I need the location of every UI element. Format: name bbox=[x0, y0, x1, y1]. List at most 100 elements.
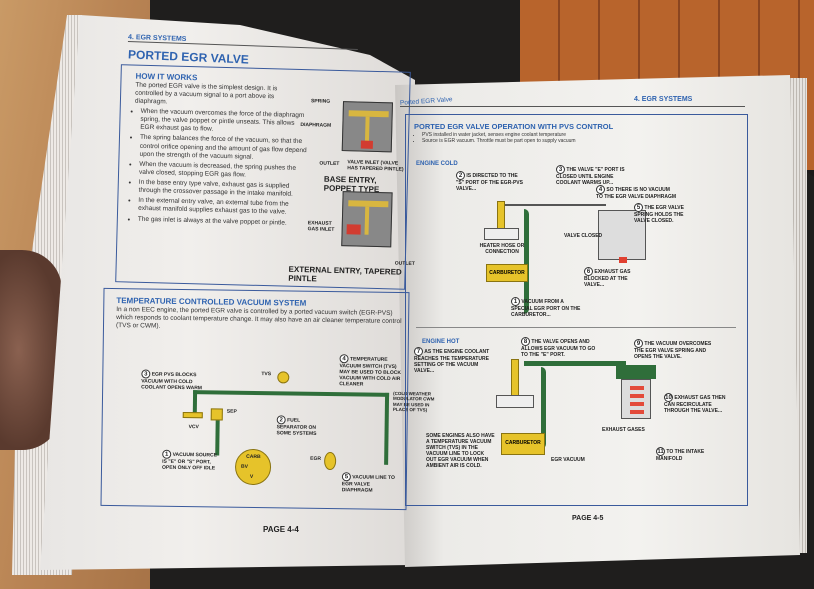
callout-number: 7 bbox=[414, 347, 423, 356]
right-page bbox=[395, 75, 800, 567]
engine-cold-heading: ENGINE COLD bbox=[416, 161, 458, 167]
callout-text: VACUUM FROM A SPECIAL EGR PORT ON THE CA… bbox=[511, 299, 581, 318]
pvs-control-box: PORTED EGR VALVE OPERATION WITH PVS CONT… bbox=[405, 114, 748, 506]
callout-text: THE EGR VALVE SPRING HOLDS THE VALVE CLO… bbox=[634, 205, 684, 224]
callout-text: SO THERE IS NO VACUUM TO THE EGR VALVE D… bbox=[596, 187, 677, 200]
label-egr: EGR bbox=[310, 455, 322, 462]
callout-text: EGR PVS BLOCKS VACUUM WITH COLD COOLANT … bbox=[141, 371, 203, 392]
callout-number: 1 bbox=[162, 449, 172, 459]
external-entry-caption: EXTERNAL ENTRY, TAPERED PINTLE bbox=[288, 264, 402, 284]
callout-9-hot: 9 THE VACUUM OVERCOMES THE EGR VALVE SPR… bbox=[634, 339, 719, 360]
label-carb: CARB bbox=[246, 453, 261, 461]
callout-2: 2 FUEL SEPARATOR ON SOME SYSTEMS bbox=[276, 415, 330, 437]
callout-number: 5 bbox=[341, 472, 351, 482]
label-valve-inlet: VALVE INLET (VALVE HAS TAPERED PINTLE) bbox=[347, 159, 404, 173]
label-bv: BV bbox=[241, 463, 249, 470]
pvs-bullets: PVS installed in water jacket, senses en… bbox=[422, 132, 576, 145]
carburetor-cold: CARBURETOR bbox=[486, 264, 528, 282]
external-entry-valve-illustration bbox=[341, 191, 393, 248]
tcvs-box: TEMPERATURE CONTROLLED VACUUM SYSTEM In … bbox=[100, 287, 434, 511]
callout-text: AS THE ENGINE COOLANT REACHES THE TEMPER… bbox=[414, 349, 490, 374]
callout-1-cold: 1 VACUUM FROM A SPECIAL EGR PORT ON THE … bbox=[511, 297, 581, 318]
label-valve-closed: VALVE CLOSED bbox=[564, 233, 603, 239]
callout-4-cold: 4 SO THERE IS NO VACUUM TO THE EGR VALVE… bbox=[596, 185, 676, 200]
label-exhaust-gas-inlet: EXHAUST GAS INLET bbox=[307, 220, 335, 233]
callout-number: 4 bbox=[596, 185, 605, 194]
bullet: PVS installed in water jacket, senses en… bbox=[422, 132, 576, 138]
callout-11-hot: 11 TO THE INTAKE MANIFOLD bbox=[656, 447, 726, 462]
label-spring: SPRING bbox=[310, 98, 331, 105]
callout-text: EXHAUST GAS THEN CAN RECIRCULATE THROUGH… bbox=[664, 395, 726, 414]
pvs-title: PORTED EGR VALVE OPERATION WITH PVS CONT… bbox=[414, 122, 614, 131]
callout-text: VACUUM SOURCE IS "E" OR "S" PORT, OPEN O… bbox=[161, 451, 217, 472]
how-bullets: When the vacuum overcomes the force of t… bbox=[138, 108, 309, 228]
label-diaphragm: DIAPHRAGM bbox=[300, 121, 332, 129]
heater-hose-icon bbox=[484, 228, 519, 240]
callout-number: 2 bbox=[276, 415, 286, 425]
callout-number: 1 bbox=[511, 297, 520, 306]
egr-valve-icon bbox=[324, 451, 337, 471]
callout-text: THE VACUUM OVERCOMES THE EGR VALVE SPRIN… bbox=[634, 341, 712, 360]
callout-7-hot: 7 AS THE ENGINE COOLANT REACHES THE TEMP… bbox=[414, 347, 499, 374]
callout-5: 5 VACUUM LINE TO EGR VALVE DIAPHRAGM bbox=[342, 472, 402, 494]
callout-3: 3 EGR PVS BLOCKS VACUUM WITH COLD COOLAN… bbox=[141, 369, 211, 391]
callout-text: EXHAUST GAS BLOCKED AT THE VALVE... bbox=[584, 269, 631, 288]
base-entry-valve-illustration bbox=[341, 101, 393, 153]
callout-number: 4 bbox=[339, 354, 349, 364]
callout-number: 10 bbox=[664, 393, 673, 402]
tvs-icon bbox=[277, 371, 290, 384]
bullet: The gas inlet is always at the valve pop… bbox=[138, 215, 306, 228]
bullet: In the base entry type valve, exhaust ga… bbox=[138, 179, 306, 200]
callout-text: IS DIRECTED TO THE "S" PORT OF THE EGR-P… bbox=[456, 173, 523, 192]
callout-10-hot: 10 EXHAUST GAS THEN CAN RECIRCULATE THRO… bbox=[664, 393, 729, 414]
label-heater-hose: HEATER HOSE OR CONNECTION bbox=[479, 243, 525, 255]
pvs-valve-hot-icon bbox=[511, 359, 519, 399]
callout-5-cold: 5 THE EGR VALVE SPRING HOLDS THE VALVE C… bbox=[634, 203, 694, 224]
bullet: The spring balances the force of the vac… bbox=[139, 134, 308, 163]
callout-text: TO THE INTAKE MANIFOLD bbox=[656, 449, 705, 462]
page-number-left: PAGE 4-4 bbox=[263, 525, 299, 534]
bullet: Source is EGR vacuum. Throttle must be p… bbox=[422, 138, 576, 144]
how-intro: The ported EGR valve is the simplest des… bbox=[134, 81, 278, 106]
fuel-separator-icon bbox=[210, 408, 223, 421]
label-outlet: OUTLET bbox=[319, 160, 340, 167]
callout-text: THE VALVE "E" PORT IS CLOSED UNTIL ENGIN… bbox=[556, 167, 625, 186]
callout-number: 3 bbox=[556, 165, 565, 174]
heater-hose-hot-icon bbox=[496, 395, 534, 408]
egr-valve-hot-icon bbox=[621, 379, 651, 419]
callout-number: 11 bbox=[656, 447, 665, 456]
vcv-icon bbox=[182, 411, 203, 419]
label-tvs: TVS bbox=[261, 371, 272, 378]
callout-3-cold: 3 THE VALVE "E" PORT IS CLOSED UNTIL ENG… bbox=[556, 165, 631, 186]
callout-4: 4 TEMPERATURE VACUUM SWITCH (TVS) MAY BE… bbox=[339, 354, 405, 388]
bullet: In the external entry valve, an external… bbox=[138, 197, 306, 218]
label-sep: SEP bbox=[226, 408, 237, 415]
callout-6-cold: 6 EXHAUST GAS BLOCKED AT THE VALVE... bbox=[584, 267, 644, 288]
callout-text: THE VALVE OPENS AND ALLOWS EGR VACUUM TO… bbox=[521, 339, 596, 358]
callout-2-cold: 2 IS DIRECTED TO THE "S" PORT OF THE EGR… bbox=[456, 171, 526, 192]
callout-1: 1 VACUUM SOURCE IS "E" OR "S" PORT, OPEN… bbox=[161, 449, 222, 472]
label-exhaust-gases: EXHAUST GASES bbox=[602, 427, 645, 433]
callout-number: 3 bbox=[141, 369, 151, 379]
callout-number: 2 bbox=[456, 171, 465, 180]
carburetor-hot: CARBURETOR bbox=[501, 433, 545, 455]
callout-number: 6 bbox=[584, 267, 593, 276]
egr-valve-cold-icon bbox=[598, 210, 646, 263]
tvs-note: SOME ENGINES ALSO HAVE A TEMPERATURE VAC… bbox=[426, 433, 495, 469]
label-vcv: VCV bbox=[188, 424, 199, 431]
engine-hot-heading: ENGINE HOT bbox=[422, 339, 460, 345]
label-egr-vacuum: EGR VACUUM bbox=[551, 457, 585, 463]
pvs-valve-icon bbox=[497, 201, 505, 229]
how-heading: HOW IT WORKS bbox=[135, 71, 198, 83]
tcvs-intro: In a non EEC engine, the ported EGR valv… bbox=[115, 306, 402, 330]
how-it-works-box: HOW IT WORKS The ported EGR valve is the… bbox=[115, 64, 415, 290]
callout-number: 5 bbox=[634, 203, 643, 212]
chapter-header-right: 4. EGR SYSTEMS bbox=[634, 96, 693, 103]
callout-text: TEMPERATURE VACUUM SWITCH (TVS) MAY BE U… bbox=[339, 356, 402, 388]
label-v: V bbox=[249, 473, 254, 480]
callout-number: 9 bbox=[634, 339, 643, 348]
bullet: When the vacuum overcomes the force of t… bbox=[140, 108, 309, 137]
callout-number: 8 bbox=[521, 337, 530, 346]
bullet: When the vacuum is decreased, the spring… bbox=[139, 161, 307, 182]
